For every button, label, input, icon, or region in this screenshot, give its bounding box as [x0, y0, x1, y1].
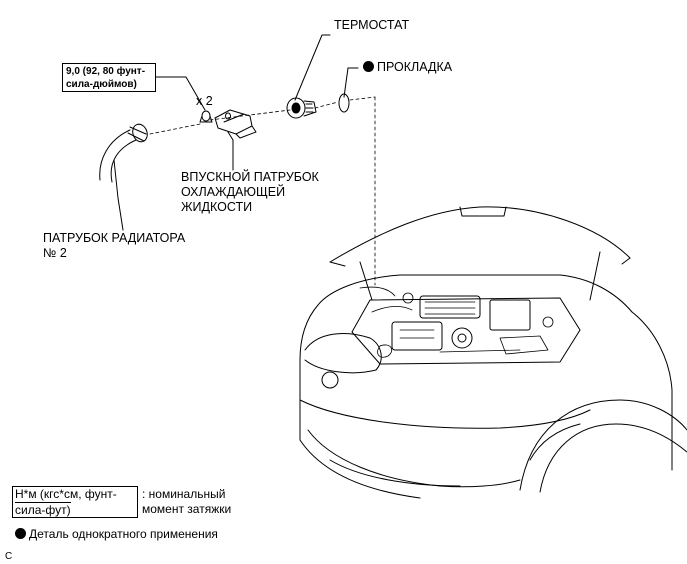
gasket-ring: [338, 93, 350, 113]
legend-torque-box: Н*м (кгс*см, фунт- сила-фут): [12, 486, 138, 518]
car-front: [299, 206, 687, 499]
assembly-lines: [149, 96, 376, 286]
gasket-label: ПРОКЛАДКА: [377, 60, 453, 74]
inlet-label-line3: ЖИДКОСТИ: [181, 200, 253, 214]
dash-gasket-h: [349, 96, 376, 101]
radiator-hose-label-line1: ПАТРУБОК РАДИАТОРА: [43, 231, 186, 245]
torque-leader: [155, 76, 206, 111]
inlet-label-line1: ВПУСКНОЙ ПАТРУБОК: [181, 170, 319, 184]
leader-lines: [113, 34, 359, 231]
radiator-leader: [113, 159, 124, 231]
radiator-hose-label: ПАТРУБОК РАДИАТОРА № 2: [43, 231, 185, 261]
torque-spec-line2: сила-дюймов): [66, 79, 137, 90]
legend-desc-line2: момент затяжки: [142, 502, 232, 516]
legend-non-reusable-text: Деталь однократного применения: [29, 527, 218, 541]
radiator-hose: [99, 123, 148, 183]
inlet-label: ВПУСКНОЙ ПАТРУБОК ОХЛАЖДАЮЩЕЙ ЖИДКОСТИ: [181, 170, 319, 215]
torque-spec-box: 9,0 (92, 80 фунт- сила-дюймов): [62, 63, 156, 92]
corner-code: C: [5, 551, 13, 562]
legend-box-line2: сила-фут): [15, 502, 71, 517]
dash-thermostat-to-gasket: [314, 101, 339, 109]
dash-hose-to-bolt: [149, 123, 201, 135]
bolt: [199, 110, 213, 123]
legend-box-line1: Н*м (кгс*см, фунт-: [15, 487, 117, 501]
coolant-inlet: [214, 109, 257, 139]
legend-desc-line1: : номинальный: [142, 487, 226, 501]
gasket-leader: [343, 67, 359, 98]
thermostat: [286, 97, 317, 119]
legend-non-reusable: Деталь однократного применения: [15, 527, 218, 542]
thermostat-leader: [294, 34, 331, 101]
inlet-leader: [227, 131, 234, 171]
inlet-label-line2: ОХЛАЖДАЮЩЕЙ: [181, 185, 286, 199]
quantity-label: x 2: [196, 94, 213, 108]
filled-circle-icon: [363, 61, 374, 72]
dash-bolt-to-thermostat: [209, 109, 291, 121]
thermostat-label: ТЕРМОСТАТ: [334, 18, 410, 32]
filled-circle-icon: [15, 528, 26, 539]
legend-description: : номинальный момент затяжки: [142, 487, 231, 517]
radiator-hose-label-line2: № 2: [43, 246, 67, 260]
torque-spec-line1: 9,0 (92, 80 фунт-: [66, 66, 146, 77]
gasket-callout: ПРОКЛАДКА: [363, 60, 452, 75]
